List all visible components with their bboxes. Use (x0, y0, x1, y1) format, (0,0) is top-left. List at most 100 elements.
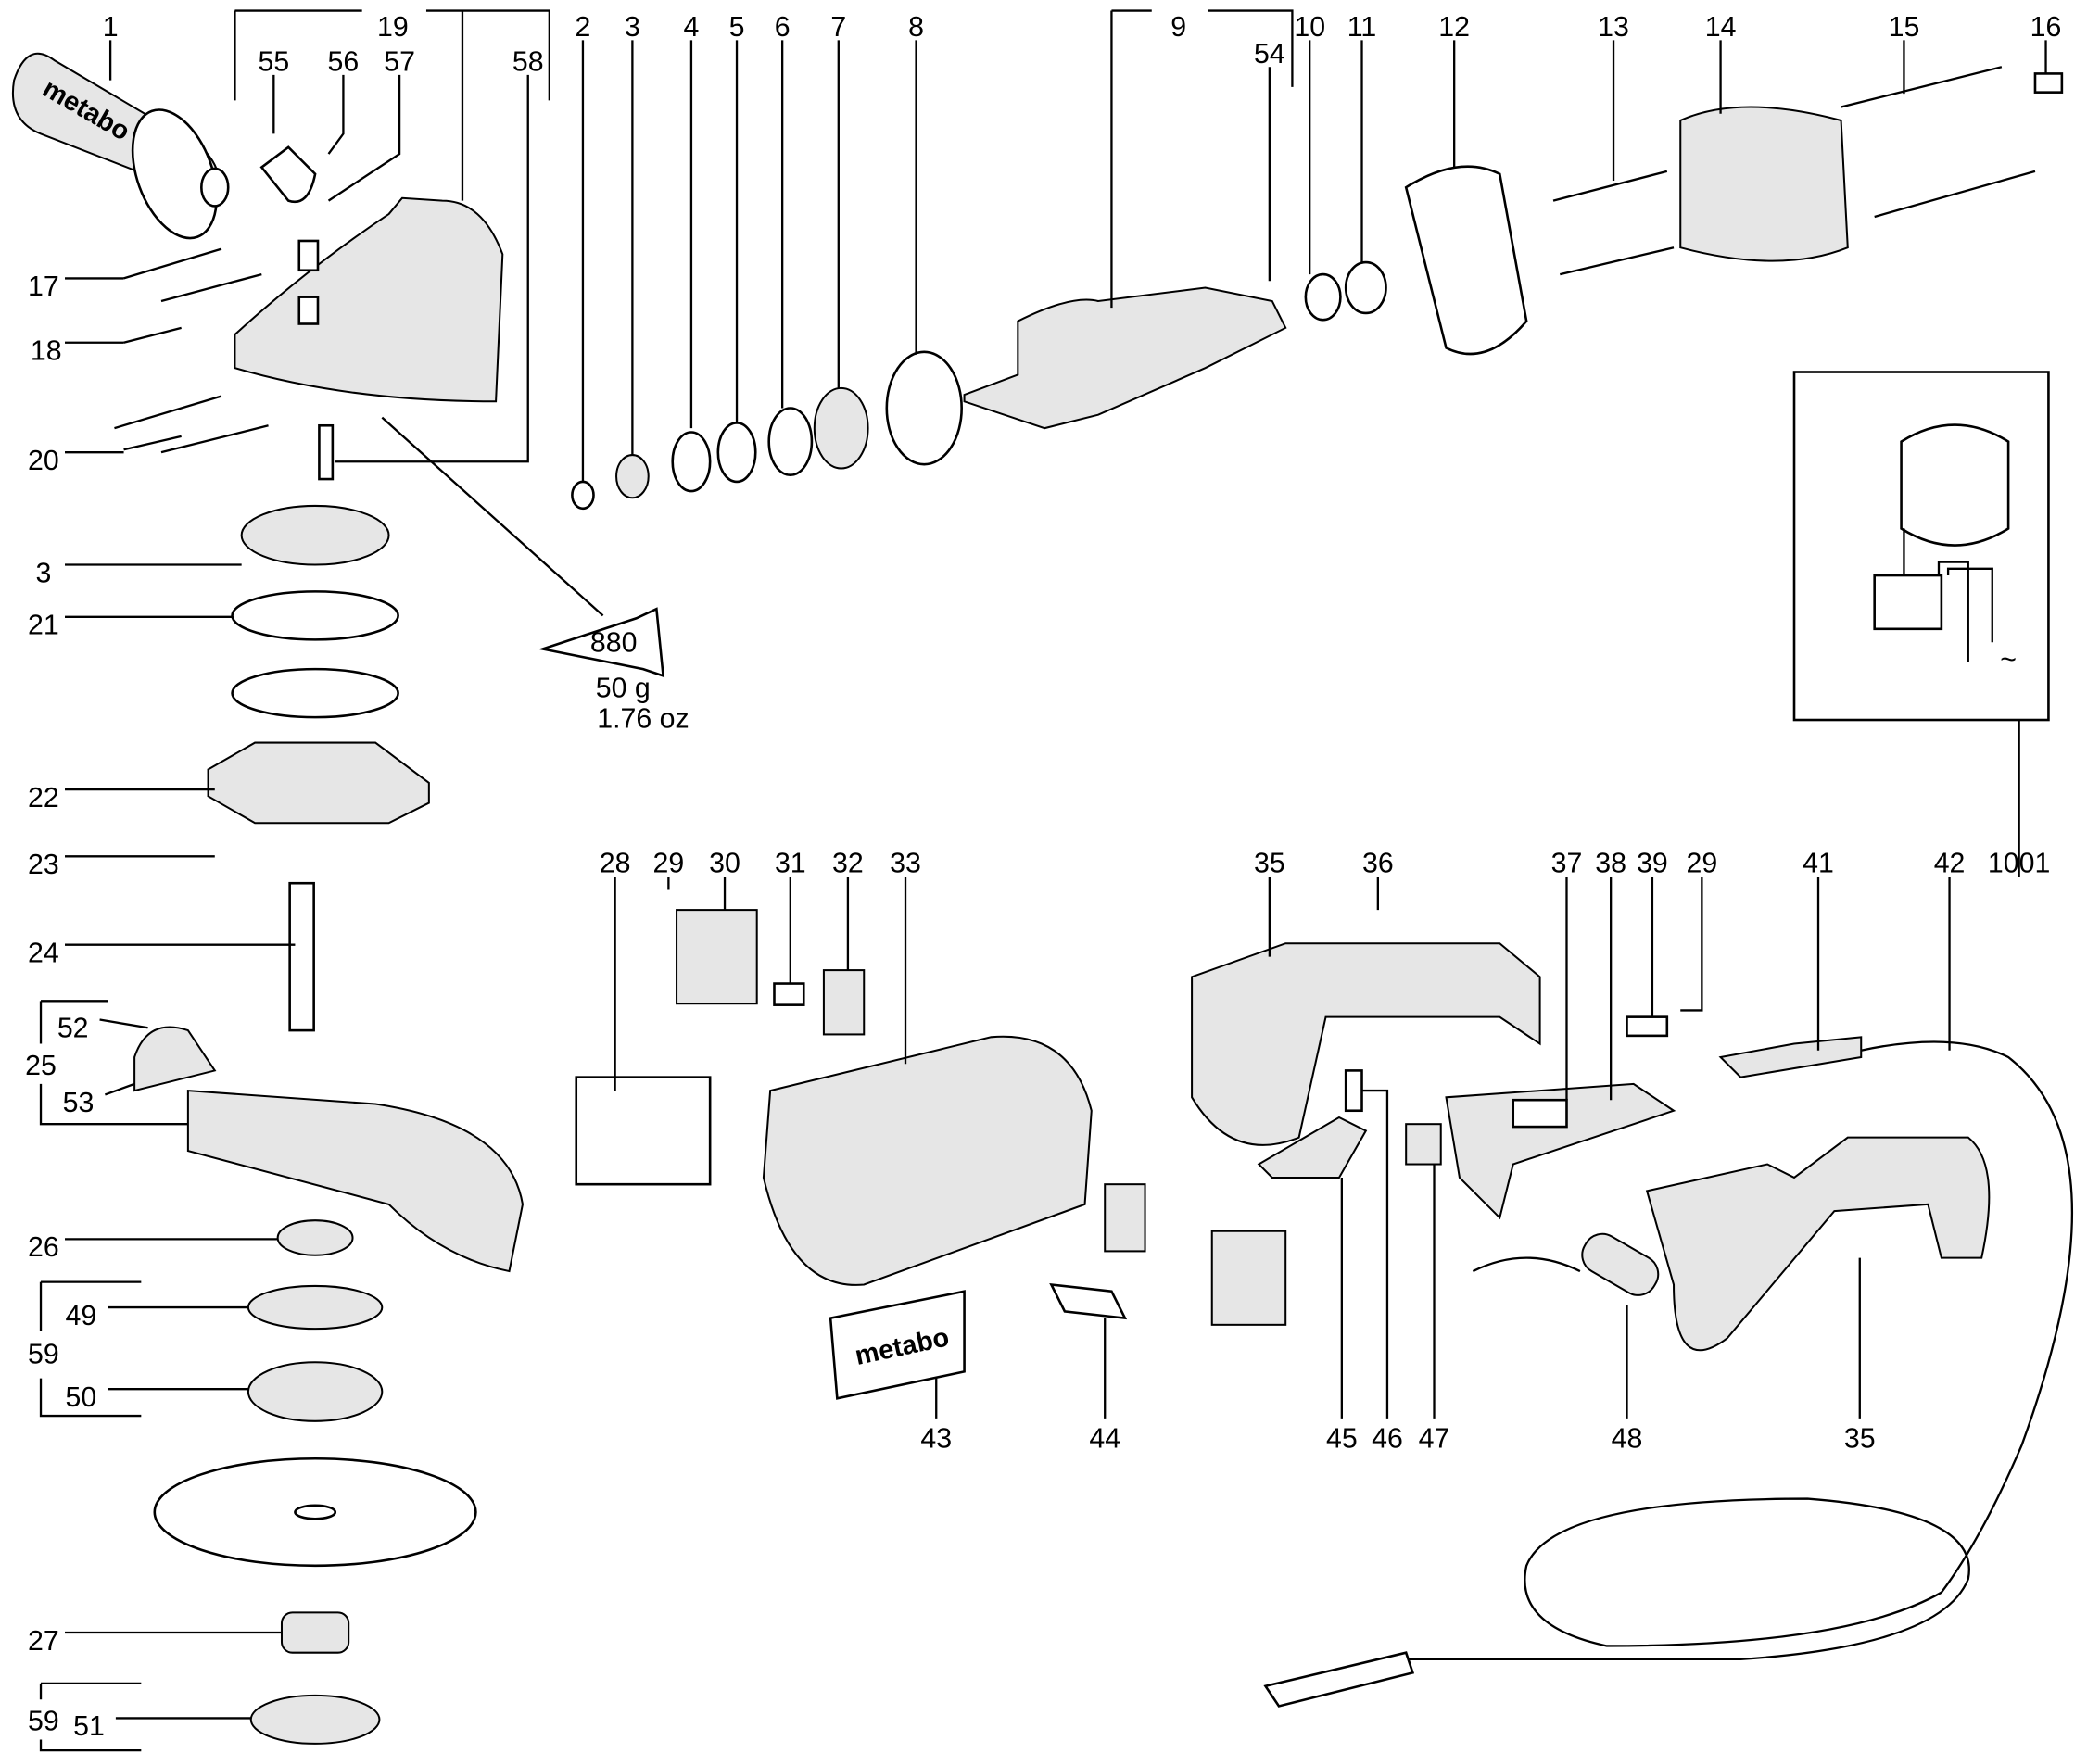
part-label-3: 3 (35, 558, 51, 588)
cover-plate (1210, 1230, 1287, 1326)
part-label-10: 10 (1294, 12, 1325, 43)
part-label-22: 22 (28, 783, 59, 813)
electronics-38 (1445, 1082, 1676, 1220)
part-37 (1512, 1098, 1568, 1129)
label-plate-28 (575, 1076, 712, 1186)
part-label-58: 58 (512, 47, 544, 78)
grease-tube-labels: 880 50 g 1.76 oz (590, 627, 689, 734)
brush-31 (773, 982, 805, 1006)
part-label-23: 23 (28, 850, 59, 880)
trigger-45 (1257, 1116, 1368, 1179)
gear-housing (234, 196, 504, 403)
guard-clamp (133, 1026, 217, 1092)
nameplate-43 (829, 1290, 966, 1400)
o-ring (231, 590, 399, 641)
spring-46 (1344, 1069, 1363, 1113)
part-label-46: 46 (1372, 1424, 1403, 1455)
part-label-59: 59 (28, 1706, 59, 1736)
part-label-7: 7 (830, 12, 846, 43)
part-label-32: 32 (832, 849, 864, 879)
field-14 (1679, 106, 1849, 262)
nut-2 (571, 480, 595, 511)
part-label-30: 30 (709, 849, 740, 879)
bevel-gear (240, 504, 390, 566)
part-label-49: 49 (65, 1301, 96, 1331)
leader-lines (39, 9, 2047, 1752)
part-label-12: 12 (1438, 12, 1470, 43)
part-label-45: 45 (1326, 1424, 1358, 1455)
brush-holder-30 (676, 909, 758, 1005)
part-44 (1049, 1282, 1128, 1320)
part-label-38: 38 (1595, 849, 1626, 879)
bearing-7 (813, 386, 869, 470)
part-label-35: 35 (1254, 849, 1285, 879)
brush-holder-left (1104, 1183, 1146, 1253)
o-ring-2 (231, 667, 399, 719)
part-label-59: 59 (28, 1340, 59, 1370)
grease-weight-oz: 1.76 oz (597, 704, 689, 735)
part-label-47: 47 (1419, 1424, 1450, 1455)
part-label-28: 28 (600, 849, 631, 879)
part-label-54: 54 (1254, 39, 1285, 69)
washer-5 (716, 422, 757, 484)
part-label-29: 29 (1687, 849, 1718, 879)
part-label-14: 14 (1705, 12, 1737, 43)
grease-code: 880 (590, 627, 638, 658)
ac-symbol: ~ (2000, 645, 2017, 675)
bearing-10 (1304, 272, 1342, 322)
pinion-3 (615, 454, 650, 499)
wiring-inset (1792, 371, 2050, 722)
spring (297, 239, 320, 272)
part-label-4: 4 (684, 12, 700, 43)
spindle-pin (318, 423, 335, 481)
part-label-15: 15 (1889, 12, 1920, 43)
cable-sleeve-41 (1718, 1036, 1863, 1078)
plug (1263, 1651, 1415, 1708)
part-label-52: 52 (57, 1013, 89, 1043)
power-cable-42 (1406, 1040, 2074, 1661)
part-label-33: 33 (890, 849, 921, 879)
part-label-53: 53 (63, 1088, 95, 1118)
part-label-19: 19 (377, 12, 409, 43)
part-label-42: 42 (1934, 849, 1966, 879)
plug (297, 296, 320, 325)
lock-button-cap (259, 145, 317, 204)
part-label-11: 11 (1347, 12, 1376, 43)
part-label-1001: 1001 (1988, 849, 2050, 879)
switch-32 (822, 969, 866, 1036)
button-47 (1405, 1123, 1442, 1166)
part-label-39: 39 (1637, 849, 1668, 879)
clamping-nut (280, 1611, 350, 1654)
part-label-55: 55 (258, 47, 289, 78)
bearing-plate-8 (885, 350, 963, 466)
part-label-29: 29 (653, 849, 685, 879)
part-label-57: 57 (384, 47, 415, 78)
handle-shell-rear-35 (1645, 1136, 1991, 1352)
part-label-2: 2 (576, 12, 591, 43)
terminal-16 (2033, 72, 2064, 94)
washer-4 (671, 431, 712, 493)
part-label-24: 24 (28, 938, 59, 968)
part-label-21: 21 (28, 611, 59, 641)
part-label-36: 36 (1362, 849, 1394, 879)
flange-50 (247, 1361, 384, 1422)
part-label-13: 13 (1598, 12, 1629, 43)
part-label-27: 27 (28, 1626, 59, 1657)
part-label-48: 48 (1612, 1424, 1643, 1455)
part-label-9: 9 (1170, 12, 1186, 43)
part-label-26: 26 (28, 1232, 59, 1263)
part-label-16: 16 (2030, 12, 2062, 43)
grease-tube (538, 607, 665, 678)
part-label-17: 17 (28, 271, 59, 302)
part-label-37: 37 (1551, 849, 1583, 879)
part-label-31: 31 (775, 849, 806, 879)
flange-26 (276, 1219, 354, 1256)
part-label-1: 1 (103, 12, 119, 43)
part-label-8: 8 (908, 12, 924, 43)
armature-9 (963, 286, 1287, 430)
flange-49 (247, 1284, 384, 1331)
part-label-3: 3 (625, 12, 640, 43)
part-label-43: 43 (920, 1424, 952, 1455)
